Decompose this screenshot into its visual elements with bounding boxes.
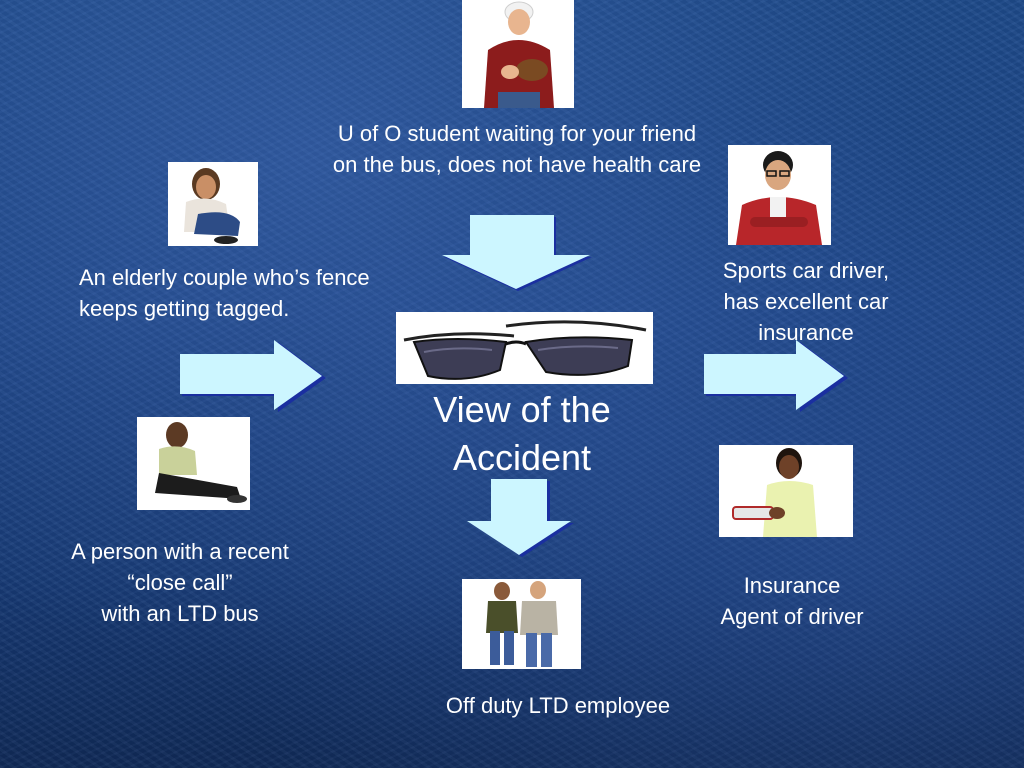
close-call-label: A person with a recent “close call” with… bbox=[71, 539, 289, 626]
arrow-right-left bbox=[178, 338, 328, 414]
ltd-employee-label: Off duty LTD employee bbox=[445, 693, 671, 718]
seated-woman-photo bbox=[168, 162, 258, 246]
young-man-glasses-photo bbox=[728, 145, 831, 245]
sunglasses-photo bbox=[396, 312, 653, 384]
center-title: View of the Accident bbox=[433, 389, 611, 478]
arrow-right-right bbox=[702, 338, 850, 414]
elderly-couple-label: An elderly couple who’s fence keeps gett… bbox=[79, 265, 370, 321]
baseball-player-photo bbox=[462, 0, 574, 108]
seated-man-photo bbox=[137, 417, 250, 510]
student-label: U of O student waiting for your friend o… bbox=[332, 121, 702, 177]
couple-standing-photo bbox=[462, 579, 581, 669]
arrow-down-top bbox=[442, 213, 594, 293]
insurance-agent-label: Insurance Agent of driver bbox=[720, 573, 864, 629]
sports-car-driver-label: Sports car driver, has excellent car ins… bbox=[722, 258, 890, 345]
woman-with-papers-photo bbox=[719, 445, 853, 537]
arrow-down-bottom bbox=[466, 477, 576, 559]
